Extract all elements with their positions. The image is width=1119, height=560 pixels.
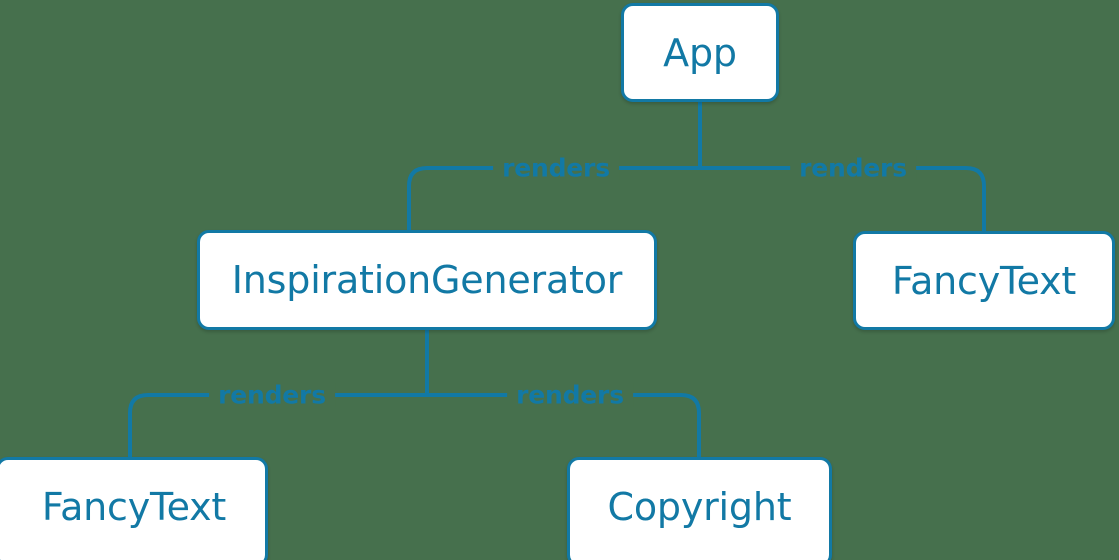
- node-fancytext-left[interactable]: FancyText: [0, 457, 268, 560]
- edge-label-inspirationgenerator-to-fancytext-left: renders: [209, 382, 335, 408]
- node-fancytext-right[interactable]: FancyText: [853, 231, 1115, 330]
- node-app-label: App: [663, 30, 737, 75]
- edge-label-inspirationgenerator-to-copyright: renders: [507, 382, 633, 408]
- edge-label-app-to-inspirationgenerator: renders: [493, 155, 619, 181]
- node-copyright-label: Copyright: [607, 485, 792, 529]
- node-copyright[interactable]: Copyright: [567, 457, 832, 560]
- node-fancytext-left-label: FancyText: [41, 485, 227, 529]
- node-app[interactable]: App: [621, 3, 779, 102]
- node-inspirationgenerator-label: InspirationGenerator: [231, 258, 623, 302]
- node-inspirationgenerator[interactable]: InspirationGenerator: [197, 230, 657, 330]
- node-fancytext-right-label: FancyText: [891, 258, 1077, 303]
- edge-label-app-to-fancytext-right: renders: [790, 155, 916, 181]
